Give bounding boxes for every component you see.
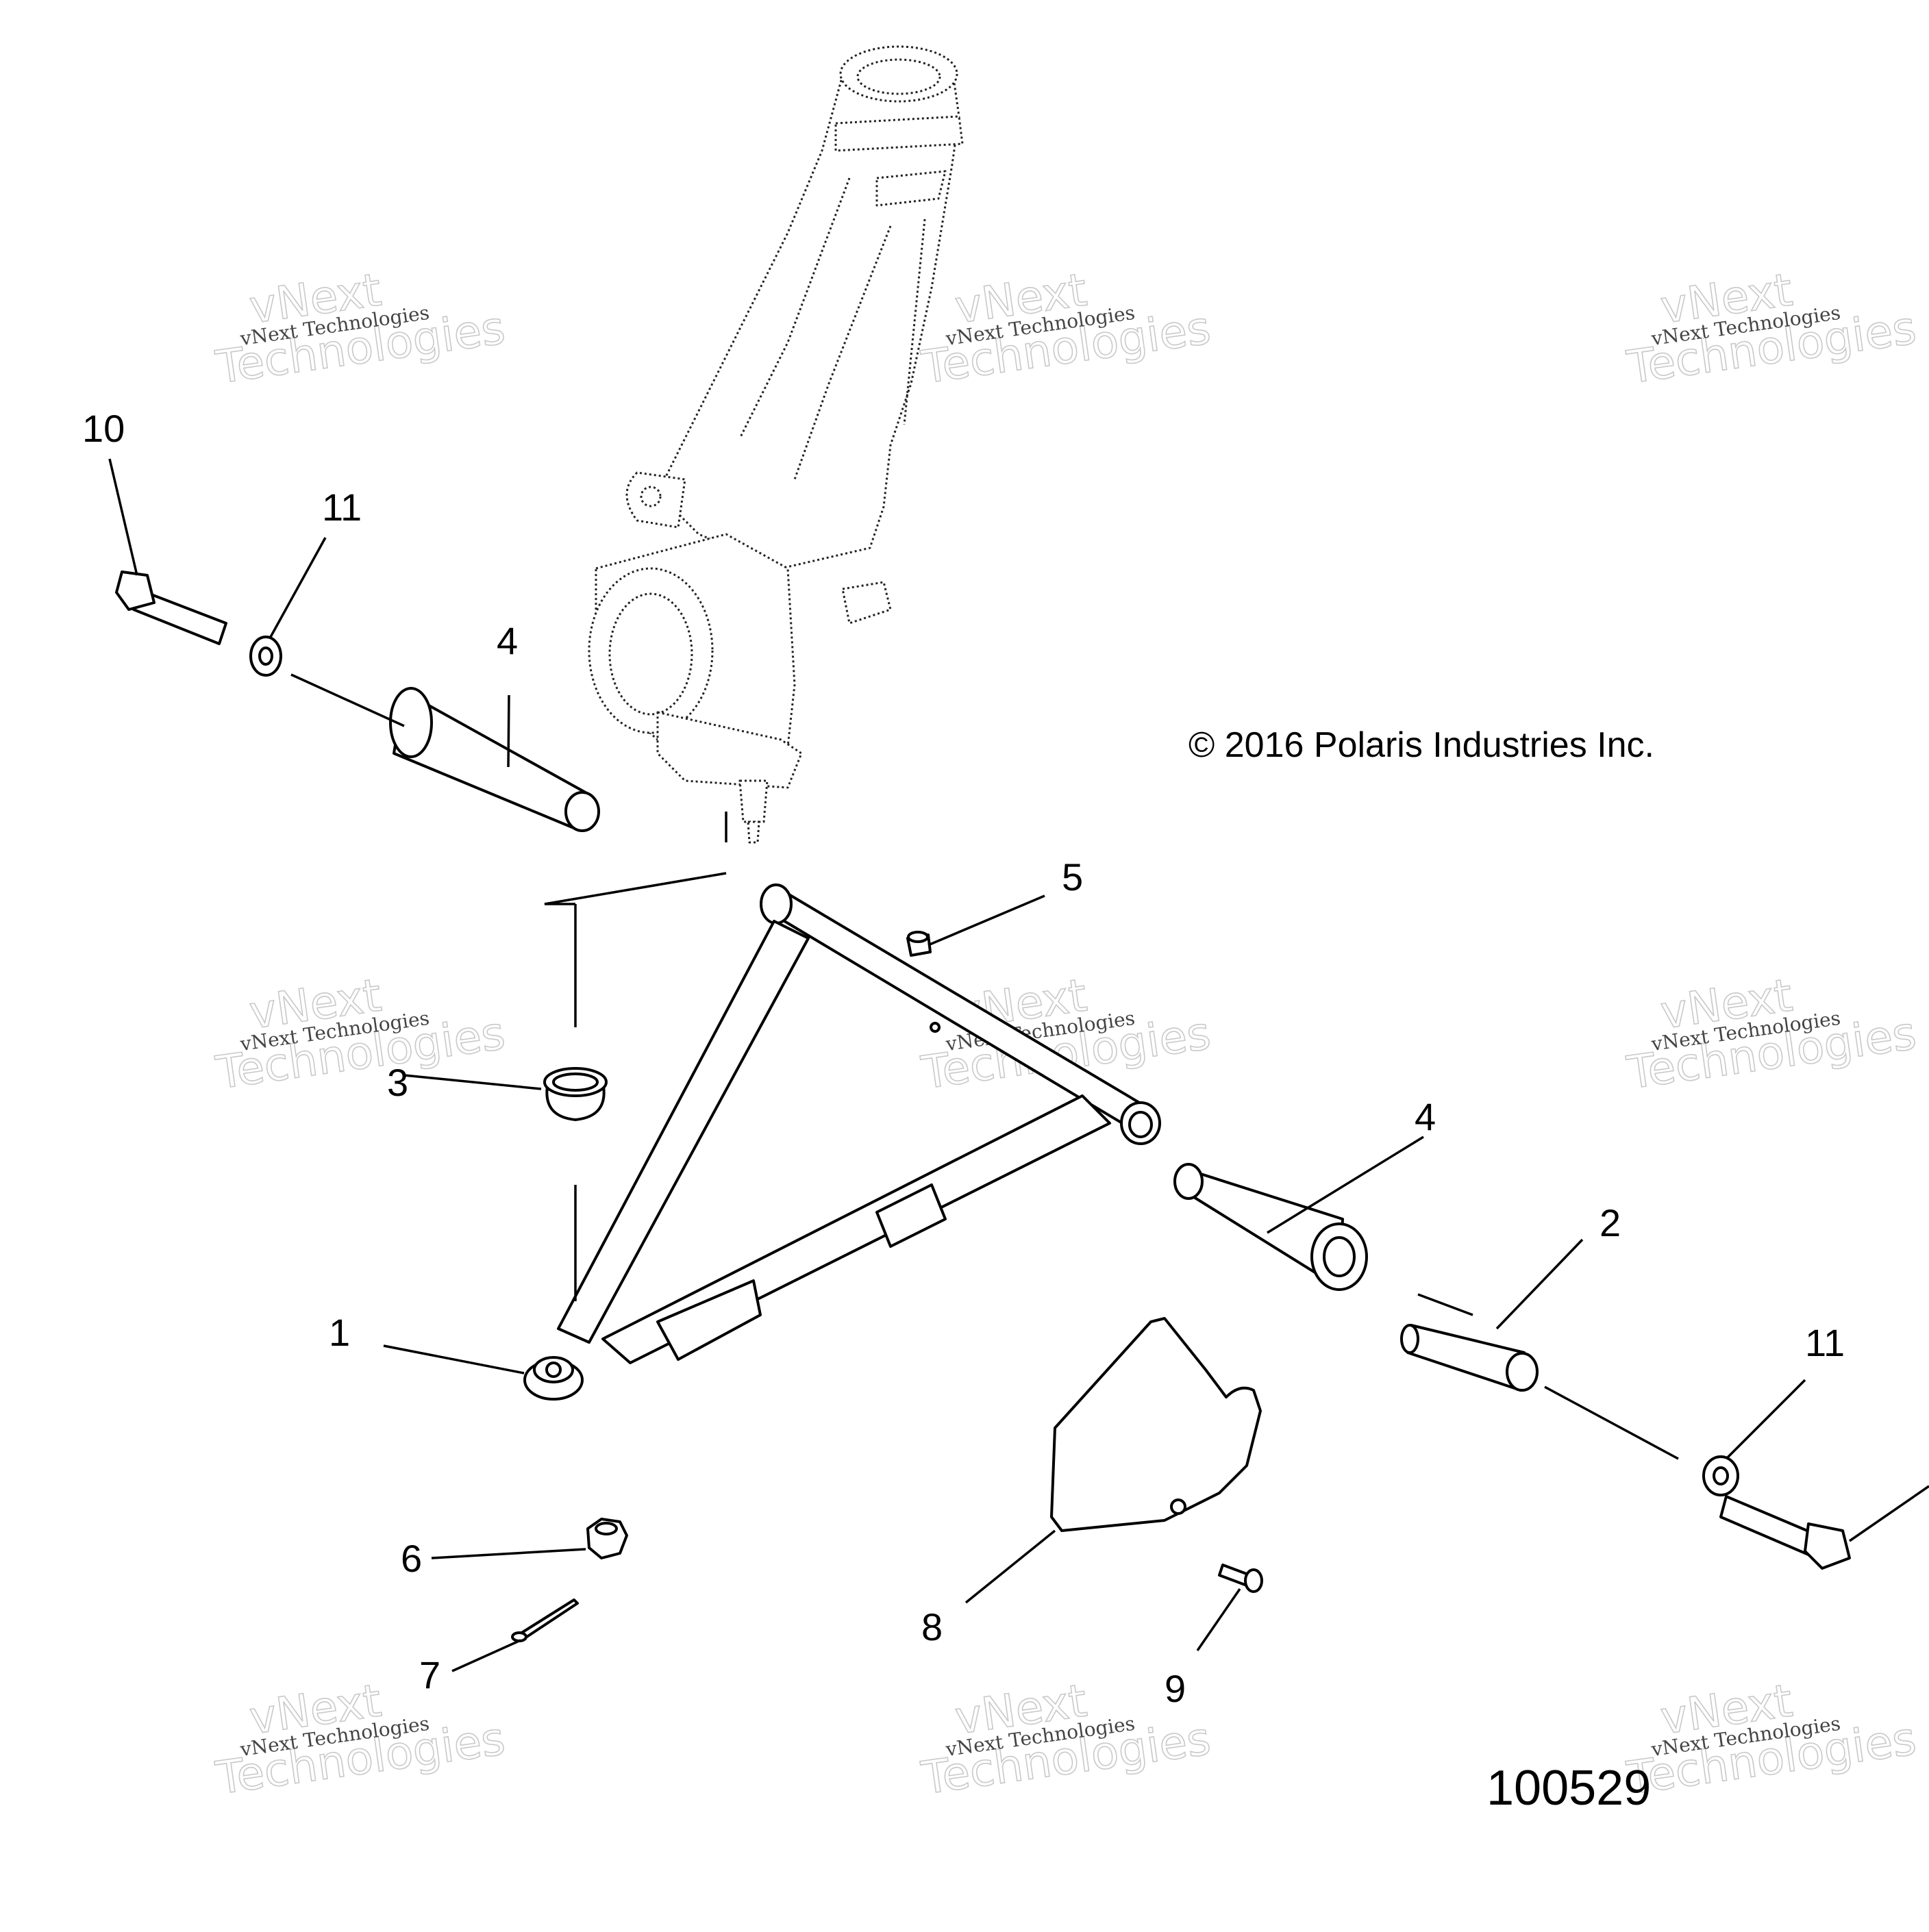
callout-10: 10: [82, 407, 125, 450]
bushing: [1400, 1324, 1539, 1392]
copyright-notice: © 2016 Polaris Industries Inc.: [1188, 725, 1654, 765]
callout-11-upper: 11: [322, 486, 362, 529]
guard-plate: [1050, 1317, 1262, 1532]
screw: [1218, 1564, 1263, 1593]
washer-lower: [1702, 1455, 1739, 1496]
watermark-top-center: vNext Technologies vNext Technologies: [917, 263, 1214, 394]
a-arm: [523, 883, 1161, 1401]
sleeve-upper: [389, 687, 600, 832]
callout-7: 7: [419, 1653, 440, 1696]
callout-6: 6: [401, 1537, 422, 1580]
callout-9: 9: [1165, 1667, 1186, 1710]
callout-3: 3: [387, 1061, 408, 1104]
watermark-bottom-right: vNext Technologies vNext Technologies: [1623, 1674, 1919, 1805]
leader-lines: [108, 458, 1806, 1672]
grease-fitting: [906, 931, 932, 957]
bolt-lower: [1719, 1495, 1851, 1570]
callout-4-lower: 4: [1415, 1095, 1436, 1138]
watermark-top-right: vNext Technologies vNext Technologies: [1623, 263, 1919, 394]
assembly-line: [544, 812, 727, 1301]
watermark-bottom-left: vNext Technologies vNext Technologies: [212, 1674, 508, 1805]
washer-upper: [249, 636, 282, 677]
bearing-cup: [543, 1067, 608, 1121]
sleeve-lower: [1173, 1163, 1368, 1291]
watermark-top-left: vNext Technologies vNext Technologies: [212, 263, 508, 394]
figure-id: 100529: [1486, 1761, 1651, 1816]
watermark-mid-right: vNext Technologies vNext Technologies: [1623, 968, 1919, 1100]
callout-5: 5: [1062, 855, 1083, 899]
steering-knuckle: [588, 45, 964, 844]
bolt-upper: [115, 570, 227, 645]
callout-11-lower: 11: [1805, 1321, 1845, 1364]
callout-8: 8: [921, 1605, 943, 1648]
callout-1: 1: [329, 1311, 350, 1354]
castle-nut: [586, 1518, 628, 1559]
watermark-mid-left: vNext Technologies vNext Technologies: [212, 968, 508, 1100]
cotter-pin: [511, 1598, 579, 1642]
callout-4-upper: 4: [497, 619, 518, 662]
callout-2: 2: [1600, 1201, 1621, 1244]
